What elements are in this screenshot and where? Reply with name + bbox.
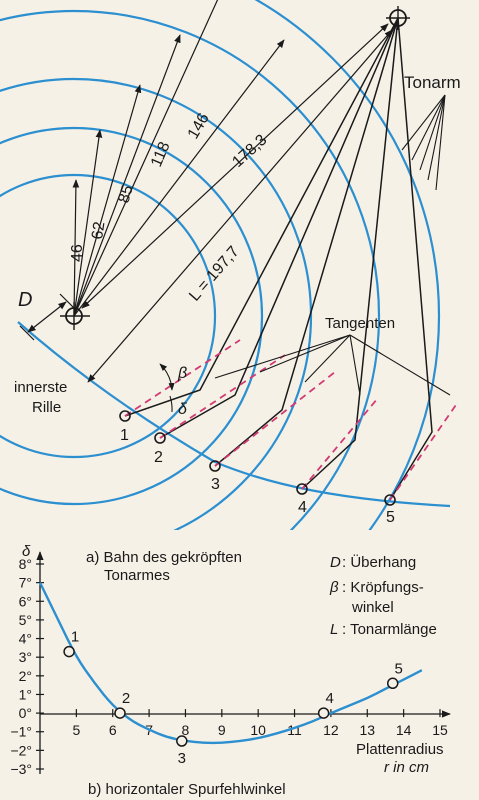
tonearm-lines: [124, 17, 433, 501]
marker-label-3: 3: [178, 750, 186, 767]
caption-a-line-1: a) Bahn des gekröpften: [86, 549, 242, 566]
marker-5: [386, 677, 399, 690]
marker-label-2: 2: [122, 690, 130, 707]
point-4: [296, 483, 308, 495]
groove-circle-118: [0, 9, 381, 530]
radius-label-46: 46: [69, 244, 86, 262]
groove-points: [119, 410, 396, 506]
x-tick-label-15: 15: [432, 722, 448, 738]
d-symbol: D: [18, 289, 32, 311]
tangent-lines: [124, 339, 459, 501]
legend-d-symbol: D: [330, 554, 341, 571]
delta-arc: [169, 395, 173, 413]
y-tick-label--2: −2°: [10, 742, 32, 758]
groove-circle-62: [0, 126, 264, 506]
x-tick-label-14: 14: [396, 722, 412, 738]
point-label-2: 2: [154, 449, 163, 466]
point-label-1: 1: [120, 427, 129, 444]
rille-label: Rille: [32, 399, 61, 416]
x-tick-label-6: 6: [109, 722, 117, 738]
chart-caption: b) horizontaler Spurfehlwinkel: [88, 781, 286, 798]
tonearm-2: [159, 17, 399, 439]
y-axis-symbol: δ: [22, 543, 31, 560]
x-axis-label-2: r in cm: [384, 759, 429, 776]
x-tick-label-8: 8: [182, 722, 190, 738]
arm-length-178: 178,3: [229, 131, 270, 170]
point-1: [119, 410, 131, 422]
legend-d-text: : Überhang: [342, 553, 416, 571]
groove-diagram: 46 62 85 118 146 178,3 L = 197,7 D β δ T…: [0, 0, 461, 530]
marker-label-5: 5: [395, 660, 403, 677]
tonarm-label: Tonarm: [404, 73, 461, 92]
x-tick-label-10: 10: [250, 722, 266, 738]
marker-4: [317, 707, 330, 719]
tonearm-3: [214, 17, 399, 467]
legend-beta-text: : Kröpfungs-: [342, 579, 424, 596]
legend-l-text: : Tonarmlänge: [342, 621, 437, 638]
tangent-leaders: [214, 334, 451, 396]
y-tick-label--3: −3°: [10, 761, 32, 777]
y-tick-label-5: 5°: [19, 612, 32, 628]
marker-2: [114, 707, 126, 719]
point-label-4: 4: [298, 499, 307, 516]
y-tick-label-1: 1°: [19, 686, 32, 702]
point-label-3: 3: [211, 476, 220, 493]
caption-a-line-2: Tonarmes: [104, 567, 170, 584]
tonearm-arc: [17, 321, 451, 508]
y-ticks: 8° 7° 6° 5° 4° 3° 2° 1° 0° −1° −2° −3°: [10, 556, 44, 777]
y-tick-label-2: 2°: [19, 668, 32, 684]
y-tick-label-4: 4°: [19, 631, 32, 647]
point-5: [384, 494, 396, 506]
point-2: [154, 432, 166, 444]
point-label-5: 5: [386, 509, 395, 526]
y-tick-label-6: 6°: [19, 593, 32, 609]
radius-label-62: 62: [89, 220, 108, 240]
beta-arc: [159, 363, 175, 391]
radius-label-146: 146: [185, 110, 213, 142]
dimension-L: [87, 29, 393, 383]
x-tick-label-9: 9: [218, 722, 226, 738]
legend-l-symbol: L: [330, 621, 338, 638]
groove-circle-146: [254, 0, 440, 530]
marker-1: [63, 645, 75, 658]
overhang-dimension: [19, 293, 75, 341]
y-tick-label-0: 0°: [19, 705, 32, 721]
y-tick-label--1: −1°: [10, 724, 32, 740]
radius-label-85: 85: [116, 183, 137, 205]
legend-beta-symbol: β: [329, 579, 339, 596]
x-tick-label-5: 5: [72, 722, 80, 738]
tonearm-4: [301, 17, 399, 490]
y-tick-label-3: 3°: [19, 649, 32, 665]
delta-symbol: δ: [178, 401, 188, 418]
x-axis-label-1: Plattenradius: [356, 741, 444, 758]
tonearm-5: [389, 17, 433, 501]
x-tick-label-12: 12: [323, 722, 339, 738]
series-curve: [38, 582, 423, 745]
innerste-label: innerste: [14, 379, 67, 396]
tangenten-label: Tangenten: [325, 315, 395, 332]
marker-3: [176, 735, 188, 747]
beta-symbol: β: [177, 365, 187, 382]
marker-label-4: 4: [325, 690, 333, 707]
legend: D : Überhang β : Kröpfungs- winkel L : T…: [329, 553, 437, 638]
point-3: [209, 460, 221, 472]
marker-label-1: 1: [71, 629, 79, 646]
y-tick-label-7: 7°: [19, 575, 32, 591]
x-tick-label-13: 13: [359, 722, 375, 738]
tonearm-1: [124, 17, 399, 417]
tonarm-leaders: [401, 94, 446, 191]
legend-winkel-text: winkel: [351, 599, 394, 616]
y-tick-label-8: 8°: [19, 556, 32, 572]
